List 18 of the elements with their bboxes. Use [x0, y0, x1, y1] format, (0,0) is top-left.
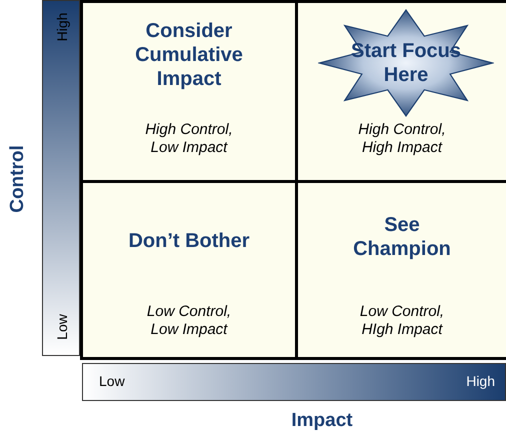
axis-title: Control: [7, 144, 29, 215]
quadrant-box: [80, 0, 298, 183]
quadrant-box: [295, 0, 506, 183]
axis-tick-label: Low: [53, 313, 71, 342]
starburst-label: Start Focus Here: [350, 39, 462, 87]
axis-tick-label: Low: [99, 373, 125, 389]
axis-tick-label: High: [466, 373, 495, 389]
quadrant-title: Consider Cumulative Impact: [134, 19, 244, 91]
axis-tick-label: High: [53, 12, 71, 44]
quadrant-title: Don’t Bother: [127, 229, 251, 253]
quadrant-description: Low Control, HIgh Impact: [358, 303, 446, 339]
quadrant-title: See Champion: [352, 213, 452, 261]
quadrant-box: [80, 180, 298, 360]
quadrant-description: High Control, Low Impact: [144, 121, 234, 157]
quadrant-description: High Control, High Impact: [357, 121, 447, 157]
quadrant-description: Low Control, Low Impact: [146, 303, 232, 339]
quadrant-box: [295, 180, 506, 360]
axis-title: Impact: [290, 410, 354, 432]
